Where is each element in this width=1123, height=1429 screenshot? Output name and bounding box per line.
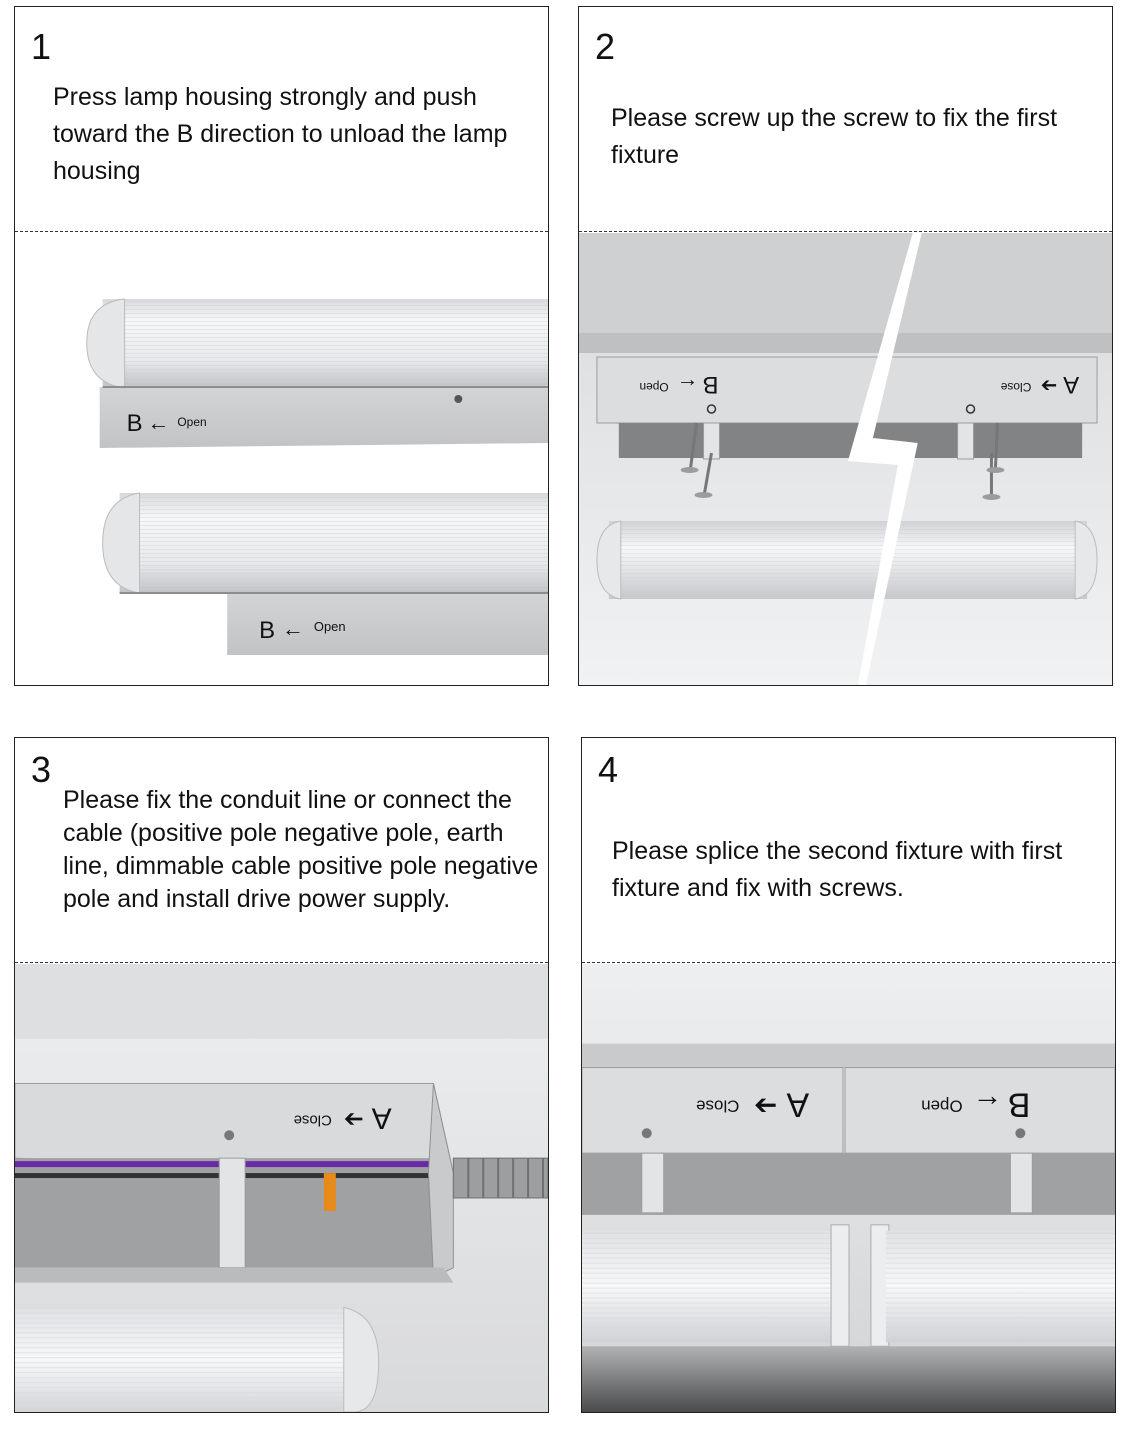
step-4-number: 4 <box>598 749 619 790</box>
step-3-illustration: A ➔ Close <box>15 964 548 1412</box>
step-2-a-arrow: ➔ <box>1041 374 1058 396</box>
step-4-b-label: B <box>1008 1085 1031 1123</box>
step-2-divider <box>579 231 1112 232</box>
step-1-lower-arrow: ← <box>282 616 304 641</box>
step-3-close-label: Close <box>294 1111 332 1128</box>
step-1-upper-b-label: B <box>127 410 143 437</box>
step-1-divider <box>15 231 548 232</box>
step-1-panel: 1 Press lamp housing strongly and push t… <box>14 6 549 686</box>
step-4-close-label: Close <box>696 1096 739 1115</box>
step-4-illustration: A ➔ Close B ← Open <box>582 964 1115 1412</box>
step-2-close-label: Close <box>1000 380 1031 394</box>
step-2-illustration: B ← Open A ➔ Close <box>579 233 1112 685</box>
step-1-lower-open-label: Open <box>314 619 346 634</box>
step-1-upper-arrow: ← <box>148 410 170 435</box>
step-4-a-label: A <box>786 1085 809 1123</box>
step-4-text: Please splice the second fixture with fi… <box>612 837 1063 902</box>
step-2-a-label: A <box>1063 371 1079 398</box>
step-2-b-label: B <box>703 371 719 398</box>
step-1-lower-b-label: B <box>259 617 275 644</box>
step-2-panel: 2 Please screw up the screw to fix the f… <box>578 6 1113 686</box>
step-2-text: Please screw up the screw to fix the fir… <box>611 104 1058 169</box>
step-3-divider <box>15 962 548 963</box>
step-4-divider <box>582 962 1115 963</box>
step-2-b-arrow: ← <box>677 374 699 399</box>
step-4-panel: 4 Please splice the second fixture with … <box>581 737 1116 1413</box>
step-3-panel: 3 Please fix the conduit line or connect… <box>14 737 549 1413</box>
step-1-upper-open-label: Open <box>177 415 206 429</box>
step-3-number: 3 <box>31 749 52 790</box>
step-3-a-arrow: ➔ <box>344 1105 364 1132</box>
step-1-illustration: B ← Open B ← Open <box>15 233 548 685</box>
step-1-text: Press lamp housing strongly and push tow… <box>53 83 508 185</box>
step-2-open-label: Open <box>639 380 668 394</box>
step-1-number: 1 <box>31 26 52 67</box>
step-3-a-label: A <box>372 1101 392 1134</box>
step-4-open-label: Open <box>921 1096 962 1115</box>
step-2-number: 2 <box>595 26 616 67</box>
step-4-a-arrow: ➔ <box>754 1090 777 1121</box>
step-4-b-arrow: ← <box>973 1088 1003 1121</box>
step-3-text: Please fix the conduit line or connect t… <box>63 786 539 913</box>
